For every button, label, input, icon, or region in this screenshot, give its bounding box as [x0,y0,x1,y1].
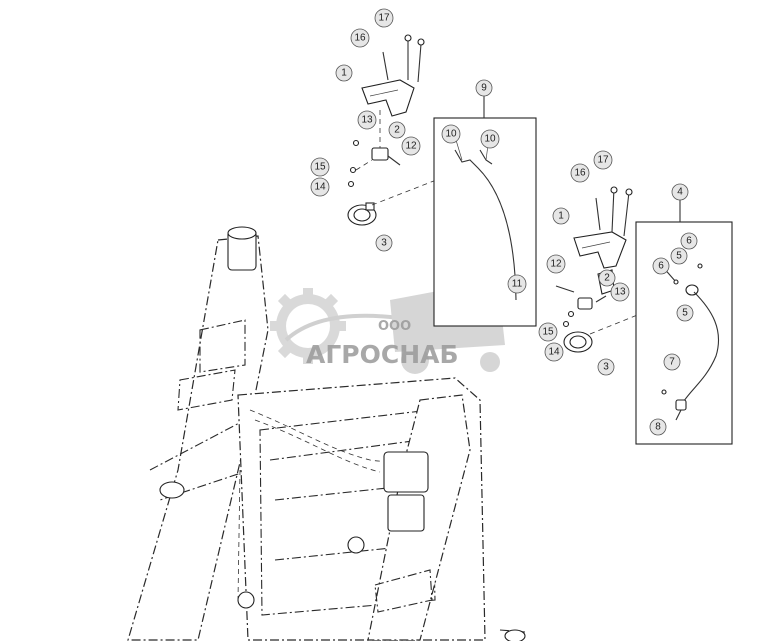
callout-3-b: 3 [597,358,615,376]
watermark-prefix: ООО [378,319,411,334]
svg-text:17: 17 [378,13,390,24]
callout-9: 9 [475,79,493,97]
svg-text:15: 15 [314,162,326,173]
callout-12-b: 12 [546,254,566,274]
bracket-assembly-left [347,34,463,226]
svg-text:3: 3 [381,238,387,249]
svg-text:13: 13 [361,115,373,126]
callout-10-a: 10 [441,124,461,144]
svg-text:6: 6 [658,261,664,272]
svg-text:2: 2 [604,273,610,284]
callout-13-b: 13 [610,282,630,302]
callout-14-b: 14 [544,342,564,362]
svg-text:3: 3 [603,362,609,373]
callout-11: 11 [507,274,527,294]
callout-2: 2 [388,121,406,139]
mounting-bracket [361,79,415,117]
svg-text:12: 12 [405,141,417,152]
right-mount-block [383,451,429,493]
callout-16: 16 [350,28,370,48]
svg-text:1: 1 [558,211,564,222]
callout-6-a: 6 [680,232,698,250]
connector-housing [347,202,377,226]
callout-4: 4 [671,183,689,201]
callout-17: 17 [374,8,394,28]
callout-5-b: 5 [676,304,694,322]
svg-text:4: 4 [677,187,683,198]
callout-17-b: 17 [593,150,613,170]
svg-text:2: 2 [394,125,400,136]
callout-1: 1 [335,64,353,82]
callout-15-b: 15 [538,322,558,342]
callout-15: 15 [310,157,330,177]
svg-text:11: 11 [512,279,523,290]
svg-text:10: 10 [445,129,457,140]
callout-2-b: 2 [598,269,616,287]
callout-5-a: 5 [670,247,688,265]
svg-text:7: 7 [669,357,675,368]
svg-text:14: 14 [314,182,326,193]
callout-16-b: 16 [570,163,590,183]
connector-housing-right [563,331,593,353]
svg-text:5: 5 [676,251,682,262]
svg-text:8: 8 [655,422,661,433]
gear-icon [270,288,401,364]
callout-12: 12 [401,136,421,156]
svg-text:17: 17 [597,155,609,166]
callout-6-b: 6 [652,257,670,275]
svg-text:13: 13 [614,287,626,298]
svg-text:15: 15 [542,327,554,338]
callout-7: 7 [663,353,681,371]
watermark-name: АГРОСНАБ [306,340,459,369]
svg-text:14: 14 [548,347,560,358]
clamp [371,147,389,161]
callout-3: 3 [375,234,393,252]
svg-text:5: 5 [682,308,688,319]
svg-text:6: 6 [686,236,692,247]
callout-14: 14 [310,177,330,197]
callout-1-b: 1 [552,207,570,225]
svg-text:10: 10 [484,134,496,145]
callout-13: 13 [357,110,377,130]
svg-text:16: 16 [354,33,366,44]
svg-text:12: 12 [550,259,562,270]
callout-8: 8 [649,418,667,436]
svg-text:1: 1 [341,68,347,79]
callout-10-b: 10 [480,129,500,149]
svg-text:16: 16 [574,168,586,179]
loader-frame [127,226,526,641]
svg-text:9: 9 [481,83,487,94]
